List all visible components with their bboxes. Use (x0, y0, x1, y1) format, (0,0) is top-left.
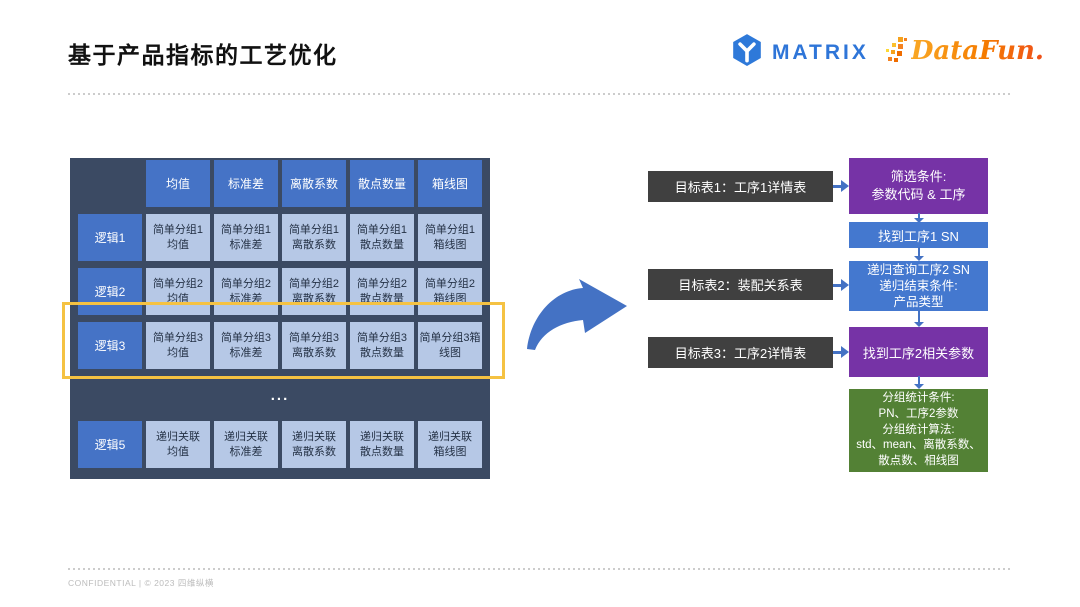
flow-step-find-sn1: 找到工序1 SN (849, 222, 988, 248)
table-cell: 简单分组2 标准差 (214, 268, 278, 315)
down-arrow-icon (912, 213, 925, 223)
flow-step-recursive-query: 递归查询工序2 SN 递归结束条件: 产品类型 (849, 261, 988, 311)
down-arrow-icon (912, 376, 925, 389)
page-title: 基于产品指标的工艺优化 (68, 42, 338, 68)
table-cell: 递归关联 均值 (146, 421, 210, 468)
row-label: 逻辑3 (78, 322, 142, 369)
flow-step-group-stats: 分组统计条件: PN、工序2参数 分组统计算法: std、mean、离散系数、 … (849, 389, 988, 472)
table-cell: 简单分组2 离散系数 (282, 268, 346, 315)
column-header: 离散系数 (282, 160, 346, 207)
table-cell: 简单分组1 离散系数 (282, 214, 346, 261)
target-table-3: 目标表3：工序2详情表 (648, 337, 833, 368)
table-cell: 递归关联 离散系数 (282, 421, 346, 468)
target-table-1: 目标表1：工序1详情表 (648, 171, 833, 202)
table-cell: 简单分组2 箱线图 (418, 268, 482, 315)
table-cell: 简单分组2 散点数量 (350, 268, 414, 315)
table-cell: 递归关联 箱线图 (418, 421, 482, 468)
table-cell: 简单分组1 箱线图 (418, 214, 482, 261)
down-arrow-icon (912, 310, 925, 327)
table-cell: 简单分组2 均值 (146, 268, 210, 315)
table-cell: 简单分组3 标准差 (214, 322, 278, 369)
table-ellipsis: ... (270, 386, 290, 404)
curved-arrow-icon (521, 279, 633, 358)
row-label: 逻辑2 (78, 268, 142, 315)
matrix-hexagon-icon (730, 33, 764, 72)
table-cell: 简单分组1 标准差 (214, 214, 278, 261)
target-table-2: 目标表2：装配关系表 (648, 269, 833, 300)
table-cell: 简单分组3 离散系数 (282, 322, 346, 369)
table-cell: 递归关联 标准差 (214, 421, 278, 468)
row-label: 逻辑1 (78, 214, 142, 261)
top-divider (68, 93, 1012, 95)
right-arrow-icon (833, 346, 849, 358)
right-arrow-icon (833, 279, 849, 291)
table-cell: 简单分组1 均值 (146, 214, 210, 261)
table-cell: 递归关联 散点数量 (350, 421, 414, 468)
table-cell: 简单分组3箱 线图 (418, 322, 482, 369)
footer-confidential: CONFIDENTIAL | © 2023 四维纵横 (68, 578, 214, 588)
bottom-divider (68, 568, 1012, 570)
metrics-table: 均值 标准差 离散系数 散点数量 箱线图 逻辑1 简单分组1 均值 简单分组1 … (70, 158, 490, 479)
flow-step-find-params: 找到工序2相关参数 (849, 327, 988, 377)
table-cell: 简单分组3 均值 (146, 322, 210, 369)
row-label: 逻辑5 (78, 421, 142, 468)
datafun-pixels-icon (885, 34, 909, 71)
matrix-logo-text: MATRIX (771, 40, 869, 64)
table-cell: 简单分组1 散点数量 (350, 214, 414, 261)
header-spacer (78, 160, 142, 207)
flow-step-filter: 筛选条件: 参数代码 & 工序 (849, 158, 988, 214)
column-header: 箱线图 (418, 160, 482, 207)
datafun-logo: DataFun. (885, 34, 1044, 71)
down-arrow-icon (912, 247, 925, 261)
column-header: 散点数量 (350, 160, 414, 207)
logo-bar: MATRIX DataFun. (730, 33, 1044, 72)
table-cell: 简单分组3 散点数量 (350, 322, 414, 369)
column-header: 均值 (146, 160, 210, 207)
column-header: 标准差 (214, 160, 278, 207)
row3-highlight-box (62, 302, 505, 379)
matrix-logo: MATRIX (730, 33, 869, 72)
datafun-logo-text: DataFun. (910, 36, 1044, 66)
right-arrow-icon (833, 180, 849, 192)
